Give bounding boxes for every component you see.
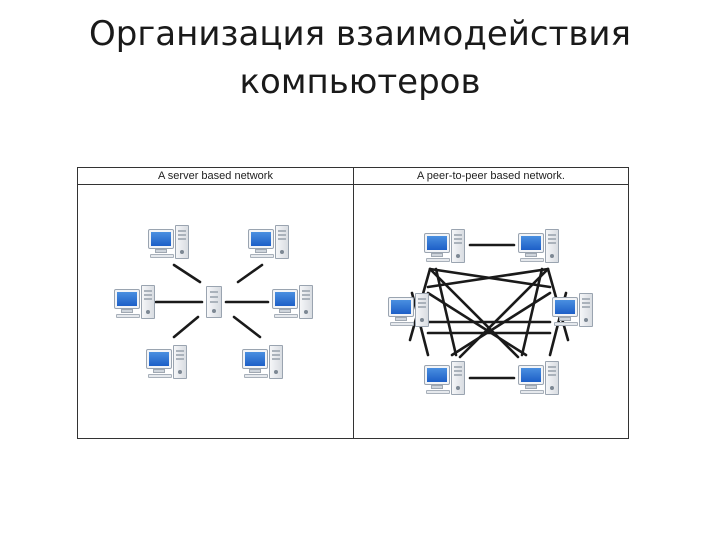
peer-left: [388, 293, 432, 329]
mesh-link: [428, 267, 520, 359]
peer-top-right: [518, 229, 562, 265]
star-link: [172, 263, 202, 284]
server-network-header: A server based network: [158, 170, 273, 182]
desktop-computer-icon: [148, 229, 174, 249]
desktop-computer-icon: [242, 349, 268, 369]
column-divider: [353, 168, 354, 438]
workstation-left: [114, 285, 158, 321]
network-comparison-table: A server based network A peer-to-peer ba…: [77, 167, 629, 439]
desktop-computer-icon: [388, 297, 414, 317]
peer-bottom-left: [424, 361, 468, 397]
workstation-right: [272, 285, 316, 321]
network-diagrams: [78, 185, 628, 438]
peer-network-header: A peer-to-peer based network.: [417, 170, 565, 182]
mesh-link: [426, 267, 550, 289]
peer-bottom-right: [518, 361, 562, 397]
mesh-link: [434, 267, 458, 357]
peer-right: [552, 293, 596, 329]
slide-title: Организация взаимодействия компьютеров: [0, 10, 720, 106]
workstation-top-right: [248, 225, 292, 261]
star-link: [236, 263, 264, 284]
star-link: [232, 315, 262, 339]
workstation-bottom-left: [146, 345, 190, 381]
peer-top-left: [424, 229, 468, 265]
mesh-link: [458, 267, 550, 359]
slide-title-line-1: Организация взаимодействия: [89, 14, 631, 54]
desktop-computer-icon: [272, 289, 298, 309]
slide-title-line-2: компьютеров: [239, 62, 481, 102]
workstation-top-left: [148, 225, 192, 261]
desktop-computer-icon: [424, 233, 450, 253]
server-tower-icon: [206, 286, 222, 318]
workstation-bottom-right: [242, 345, 286, 381]
desktop-computer-icon: [518, 233, 544, 253]
mesh-link: [520, 267, 544, 357]
desktop-computer-icon: [518, 365, 544, 385]
desktop-computer-icon: [114, 289, 140, 309]
desktop-computer-icon: [248, 229, 274, 249]
desktop-computer-icon: [424, 365, 450, 385]
desktop-computer-icon: [552, 297, 578, 317]
star-link: [172, 315, 200, 339]
desktop-computer-icon: [146, 349, 172, 369]
network-links: [154, 243, 570, 380]
